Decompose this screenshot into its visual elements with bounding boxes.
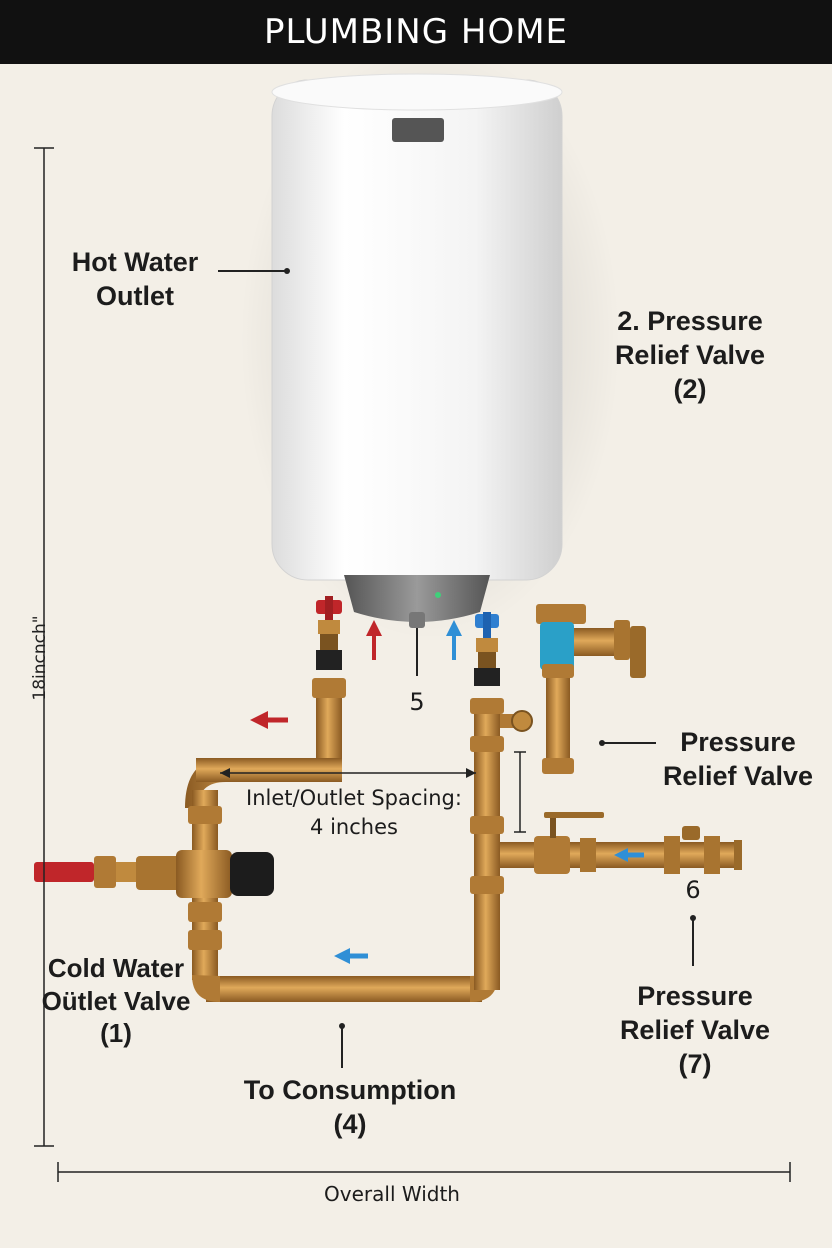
hot-water-outlet-line2: Outlet	[96, 280, 174, 311]
display-panel	[392, 118, 444, 142]
cold-left-arrow-icon-branch	[614, 848, 644, 862]
pressure-relief-7-line1: Pressure	[637, 981, 753, 1011]
pressure-relief-2-line2: Relief Valve	[614, 339, 766, 370]
cold-valve	[474, 612, 500, 686]
number-6-label: 6	[685, 876, 701, 904]
hot-up-arrow-icon	[366, 620, 382, 660]
hot-valve	[316, 596, 342, 670]
pressure-relief-2-line3: (2)	[673, 373, 707, 404]
overall-height-label: 18incnch"	[30, 615, 50, 701]
hot-water-outlet-line1: Hot Water	[71, 247, 199, 277]
cold-up-arrow-icon	[446, 620, 462, 660]
number-5-label: 5	[409, 688, 425, 716]
to-consumption-line2: (4)	[333, 1108, 367, 1139]
pressure-relief-7-line2: Relief Valve	[619, 1014, 771, 1045]
pressure-relief-2-line1: 2. Pressure	[617, 306, 763, 336]
copper-piping	[185, 678, 742, 1002]
spacing-dimension	[220, 751, 526, 833]
to-consumption-label: To Consumption (4)	[220, 1074, 480, 1142]
plumbing-drawing	[34, 64, 791, 1182]
pressure-relief-valve-7-label: Pressure Relief Valve (7)	[600, 980, 790, 1081]
cold-water-outlet-valve-label: Cold Water Oütlet Valve (1)	[36, 952, 196, 1050]
height-dimension	[34, 147, 54, 1147]
cold-water-outlet-line1: Cold Water	[47, 953, 185, 983]
width-dimension	[57, 1162, 791, 1182]
pressure-relief-valve-assembly	[536, 604, 646, 774]
pressure-relief-7-line3: (7)	[678, 1048, 712, 1079]
title-banner: PLUMBING HOME	[0, 0, 832, 64]
hot-left-arrow-icon	[250, 711, 288, 729]
cold-water-outlet-line2: Oütlet Valve	[41, 985, 191, 1016]
spacing-line2: 4 inches	[310, 815, 398, 840]
pressure-relief-valve-2-label: 2. Pressure Relief Valve (2)	[590, 305, 790, 406]
hot-water-outlet-label: Hot Water Outlet	[50, 246, 220, 314]
pressure-relief-right-line2: Relief Valve	[662, 760, 814, 791]
tank-bottom-cap	[344, 575, 490, 622]
pressure-relief-valve-label: Pressure Relief Valve	[648, 726, 828, 794]
cold-water-outlet-line3: (1)	[100, 1018, 132, 1048]
overall-width-label: Overall Width	[324, 1182, 460, 1206]
page-title: PLUMBING HOME	[263, 12, 569, 52]
spacing-line1: Inlet/Outlet Spacing:	[246, 786, 462, 810]
pressure-relief-right-line1: Pressure	[680, 727, 796, 757]
water-heater-tank	[271, 73, 563, 628]
cold-water-outlet-valve	[34, 850, 274, 898]
indicator-light-icon	[435, 592, 441, 598]
to-consumption-line1: To Consumption	[243, 1075, 457, 1105]
cold-left-arrow-icon	[334, 948, 368, 964]
leader-lines	[218, 268, 696, 1068]
spacing-label: Inlet/Outlet Spacing: 4 inches	[234, 784, 474, 843]
